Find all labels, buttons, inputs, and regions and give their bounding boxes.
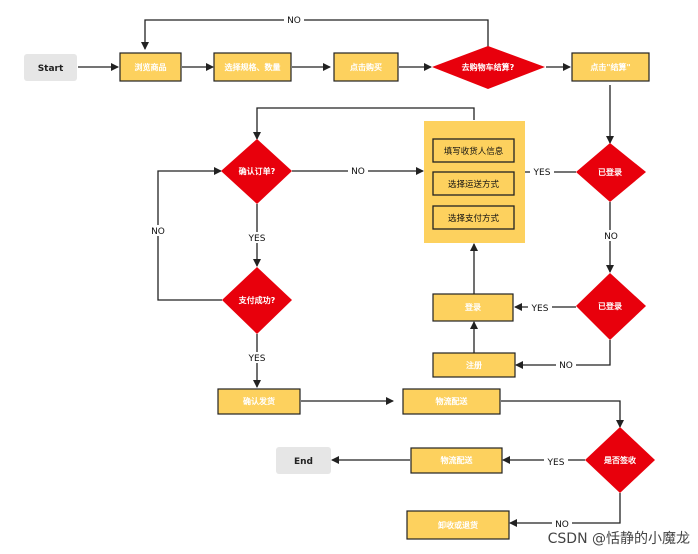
info-item-2: [432, 171, 515, 196]
box-click-checkout-label: 点击"结算": [590, 62, 630, 72]
label-yes-signed: YES: [547, 458, 565, 468]
edges: [78, 19, 624, 527]
diamond-signed: [585, 427, 655, 493]
info-item-3: [432, 205, 515, 230]
terminal-end: End: [276, 447, 331, 474]
watermark: CSDN @恬静的小魔龙: [548, 531, 690, 547]
diamond-logged-in-label: 已登录: [598, 167, 622, 177]
diamond-go-cart: [432, 46, 545, 89]
edge-signed-no: [509, 493, 621, 527]
edge-panel-confirm: [253, 107, 475, 140]
info-item-3-label: 选择支付方式: [448, 213, 500, 224]
edge-logistics-signed: [501, 400, 624, 428]
terminal-start-label: Start: [38, 64, 64, 74]
box-buy: [333, 52, 399, 82]
decision-labels: 去购物车结算? 已登录 已登录 确认订单? 支付成功? 是否签收: [238, 62, 636, 465]
box-browse-label: 浏览商品: [135, 62, 167, 72]
decision-diamonds: [221, 46, 655, 493]
edge-labels: NO YES NO YES NO NO YES NO YES YES NO: [148, 14, 621, 530]
label-yes-logged2: YES: [531, 304, 549, 314]
box-logistics: [402, 388, 501, 415]
terminal-end-label: End: [294, 457, 313, 467]
box-browse: [119, 52, 182, 82]
terminal-start: Start: [24, 54, 77, 81]
box-register-label: 注册: [466, 360, 482, 370]
label-no-logged2: NO: [559, 361, 573, 371]
diamond-confirm-order-label: 确认订单?: [239, 166, 276, 176]
diamond-logged-in: [576, 143, 646, 202]
label-yes-confirm: YES: [248, 234, 266, 244]
box-confirm-ship: [217, 388, 301, 415]
box-login-label: 登录: [464, 302, 481, 312]
edge-cart-no-loop: [141, 19, 489, 50]
process-box-labels: 浏览商品 选择规格、数量 点击购买 点击"结算" 登录 注册 确认发货 物流配送…: [135, 62, 631, 530]
info-item-1: [432, 138, 515, 163]
box-login: [432, 293, 514, 322]
diamond-signed-label: 是否签收: [603, 455, 636, 465]
box-buy-label: 点击购买: [350, 62, 382, 72]
label-no-signed: NO: [555, 520, 569, 530]
info-item-2-label: 选择运送方式: [448, 179, 500, 190]
box-click-checkout: [571, 52, 650, 82]
label-no-pay: NO: [151, 227, 165, 237]
label-yes-pay: YES: [248, 354, 266, 364]
box-confirm-ship-label: 确认发货: [243, 396, 275, 406]
box-register: [432, 352, 516, 378]
process-boxes: [119, 52, 650, 540]
info-panel: 填写收货人信息 选择运送方式 选择支付方式: [424, 121, 525, 243]
diamond-confirm-order: [221, 139, 292, 204]
label-yes-logged: YES: [533, 168, 551, 178]
label-no-logged: NO: [604, 232, 618, 242]
diamond-logged-in2: [576, 273, 646, 340]
diamond-logged-in2-label: 已登录: [598, 301, 622, 311]
diamond-pay-success-label: 支付成功?: [238, 295, 276, 305]
box-logistics2: [410, 447, 503, 474]
box-choose-label: 选择规格、数量: [225, 62, 281, 72]
diamond-pay-success: [222, 267, 292, 334]
info-item-1-label: 填写收货人信息: [444, 146, 504, 157]
edge-logged2-no: [515, 340, 611, 369]
box-refund: [406, 510, 510, 540]
diamond-go-cart-label: 去购物车结算?: [462, 62, 515, 72]
label-no-top: NO: [287, 16, 301, 26]
box-logistics-label: 物流配送: [436, 396, 469, 406]
box-refund-label: 卸收或退货: [438, 520, 478, 530]
label-no-confirm: NO: [351, 167, 365, 177]
box-logistics2-label: 物流配送: [441, 455, 474, 465]
box-choose: [213, 52, 292, 82]
